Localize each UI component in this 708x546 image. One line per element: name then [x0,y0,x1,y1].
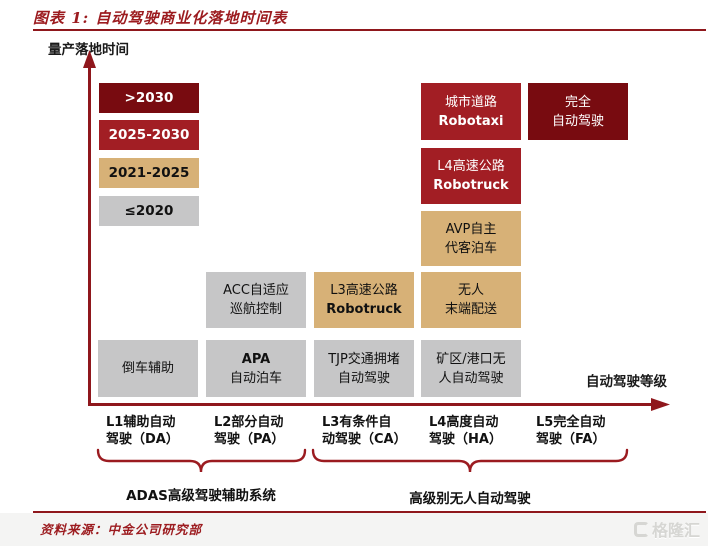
grid-cell: APA 自动泊车 [206,340,306,397]
brace-adas [96,448,307,473]
grid-cell-line: 代客泊车 [444,240,497,256]
grid-cell: AVP自主代客泊车 [421,211,521,266]
legend-item: 2025-2030 [99,120,199,150]
x-tick-label: L3有条件自动驾驶（CA） [322,414,422,448]
grid-cell-line: Robotruck [433,178,509,193]
x-axis-arrow-icon [651,398,670,411]
grid-cell-line: TJP交通拥堵 [328,351,400,367]
x-tick-label: L2部分自动驾驶（PA） [214,414,314,448]
x-tick-line: 驾驶（FA） [536,432,606,447]
x-axis-label: 自动驾驶等级 [586,374,667,390]
x-tick-line: L5完全自动 [536,415,606,430]
grid-cell-line: 自动驾驶 [337,370,390,386]
grid-cell-line: L4高速公路 [437,159,505,174]
grid-cell-line: 矿区/港口无 [436,351,506,367]
grid-cell-line: 完全 [564,94,591,110]
x-tick-label: L1辅助自动驾驶（DA） [106,414,206,448]
grid-cell: ACC自适应巡航控制 [206,272,306,328]
x-tick-line: L4高度自动 [429,415,499,430]
legend-item: 2021-2025 [99,158,199,188]
grid-cell-line: 自动驾驶 [551,113,604,129]
grid-cell: 矿区/港口无人自动驾驶 [421,340,521,397]
x-tick-label: L4高度自动驾驶（HA） [429,414,529,448]
grid-cell-line: L3高速公路 [330,283,398,298]
group-label-adas: ADAS高级驾驶辅助系统 [126,488,276,504]
x-tick-line: L1辅助自动 [106,415,176,430]
x-tick-line: 驾驶（DA） [106,432,179,447]
grid-cell-line: 人自动驾驶 [438,370,504,386]
x-tick-line: 动驾驶（CA） [322,432,407,447]
watermark-text: 格隆汇 [651,521,700,540]
grid-cell-line: APA [241,351,271,367]
figure-title: 图表 1: 自动驾驶商业化落地时间表 [33,9,288,27]
x-tick-line: L2部分自动 [214,415,284,430]
footer-band [0,513,708,546]
x-tick-line: 驾驶（PA） [214,432,285,447]
grid-cell-line: 城市道路 [444,94,497,110]
legend-item: >2030 [99,83,199,113]
grid-cell-line: Robotaxi [438,113,504,129]
grid-cell-line: Robotruck [326,302,402,317]
grid-cell: 完全自动驾驶 [528,83,628,140]
grid-cell-line: 倒车辅助 [121,361,174,376]
x-tick-line: L3有条件自 [322,415,392,430]
brace-high-level [311,448,629,473]
grid-cell-line: 末端配送 [444,302,497,317]
grid-cell: TJP交通拥堵自动驾驶 [314,340,414,397]
grid-cell: L3高速公路 Robotruck [314,272,414,328]
watermark: 格隆汇 [633,517,700,541]
footer-divider [33,511,706,513]
x-tick-line: 驾驶（HA） [429,432,502,447]
grid-cell-line: 无人 [457,283,484,298]
x-tick-label: L5完全自动驾驶（FA） [536,414,636,448]
grid-cell-line: ACC自适应 [223,283,289,298]
grid-cell-line: AVP自主 [445,221,497,237]
grid-cell-line: 巡航控制 [229,302,282,317]
grid-cell-line: 自动泊车 [229,370,282,386]
grid-cell: L4高速公路 Robotruck [421,148,521,204]
gelonghui-logo-icon [633,521,649,537]
grid-cell: 城市道路 Robotaxi [421,83,521,140]
y-axis-label: 量产落地时间 [48,42,129,58]
source-note: 资料来源：中金公司研究部 [40,522,203,537]
grid-cell: 无人末端配送 [421,272,521,328]
legend-item: ≤2020 [99,196,199,226]
title-divider [33,29,706,31]
grid-cell: 倒车辅助 [98,340,198,397]
group-label-high-level: 高级别无人自动驾驶 [409,491,531,507]
